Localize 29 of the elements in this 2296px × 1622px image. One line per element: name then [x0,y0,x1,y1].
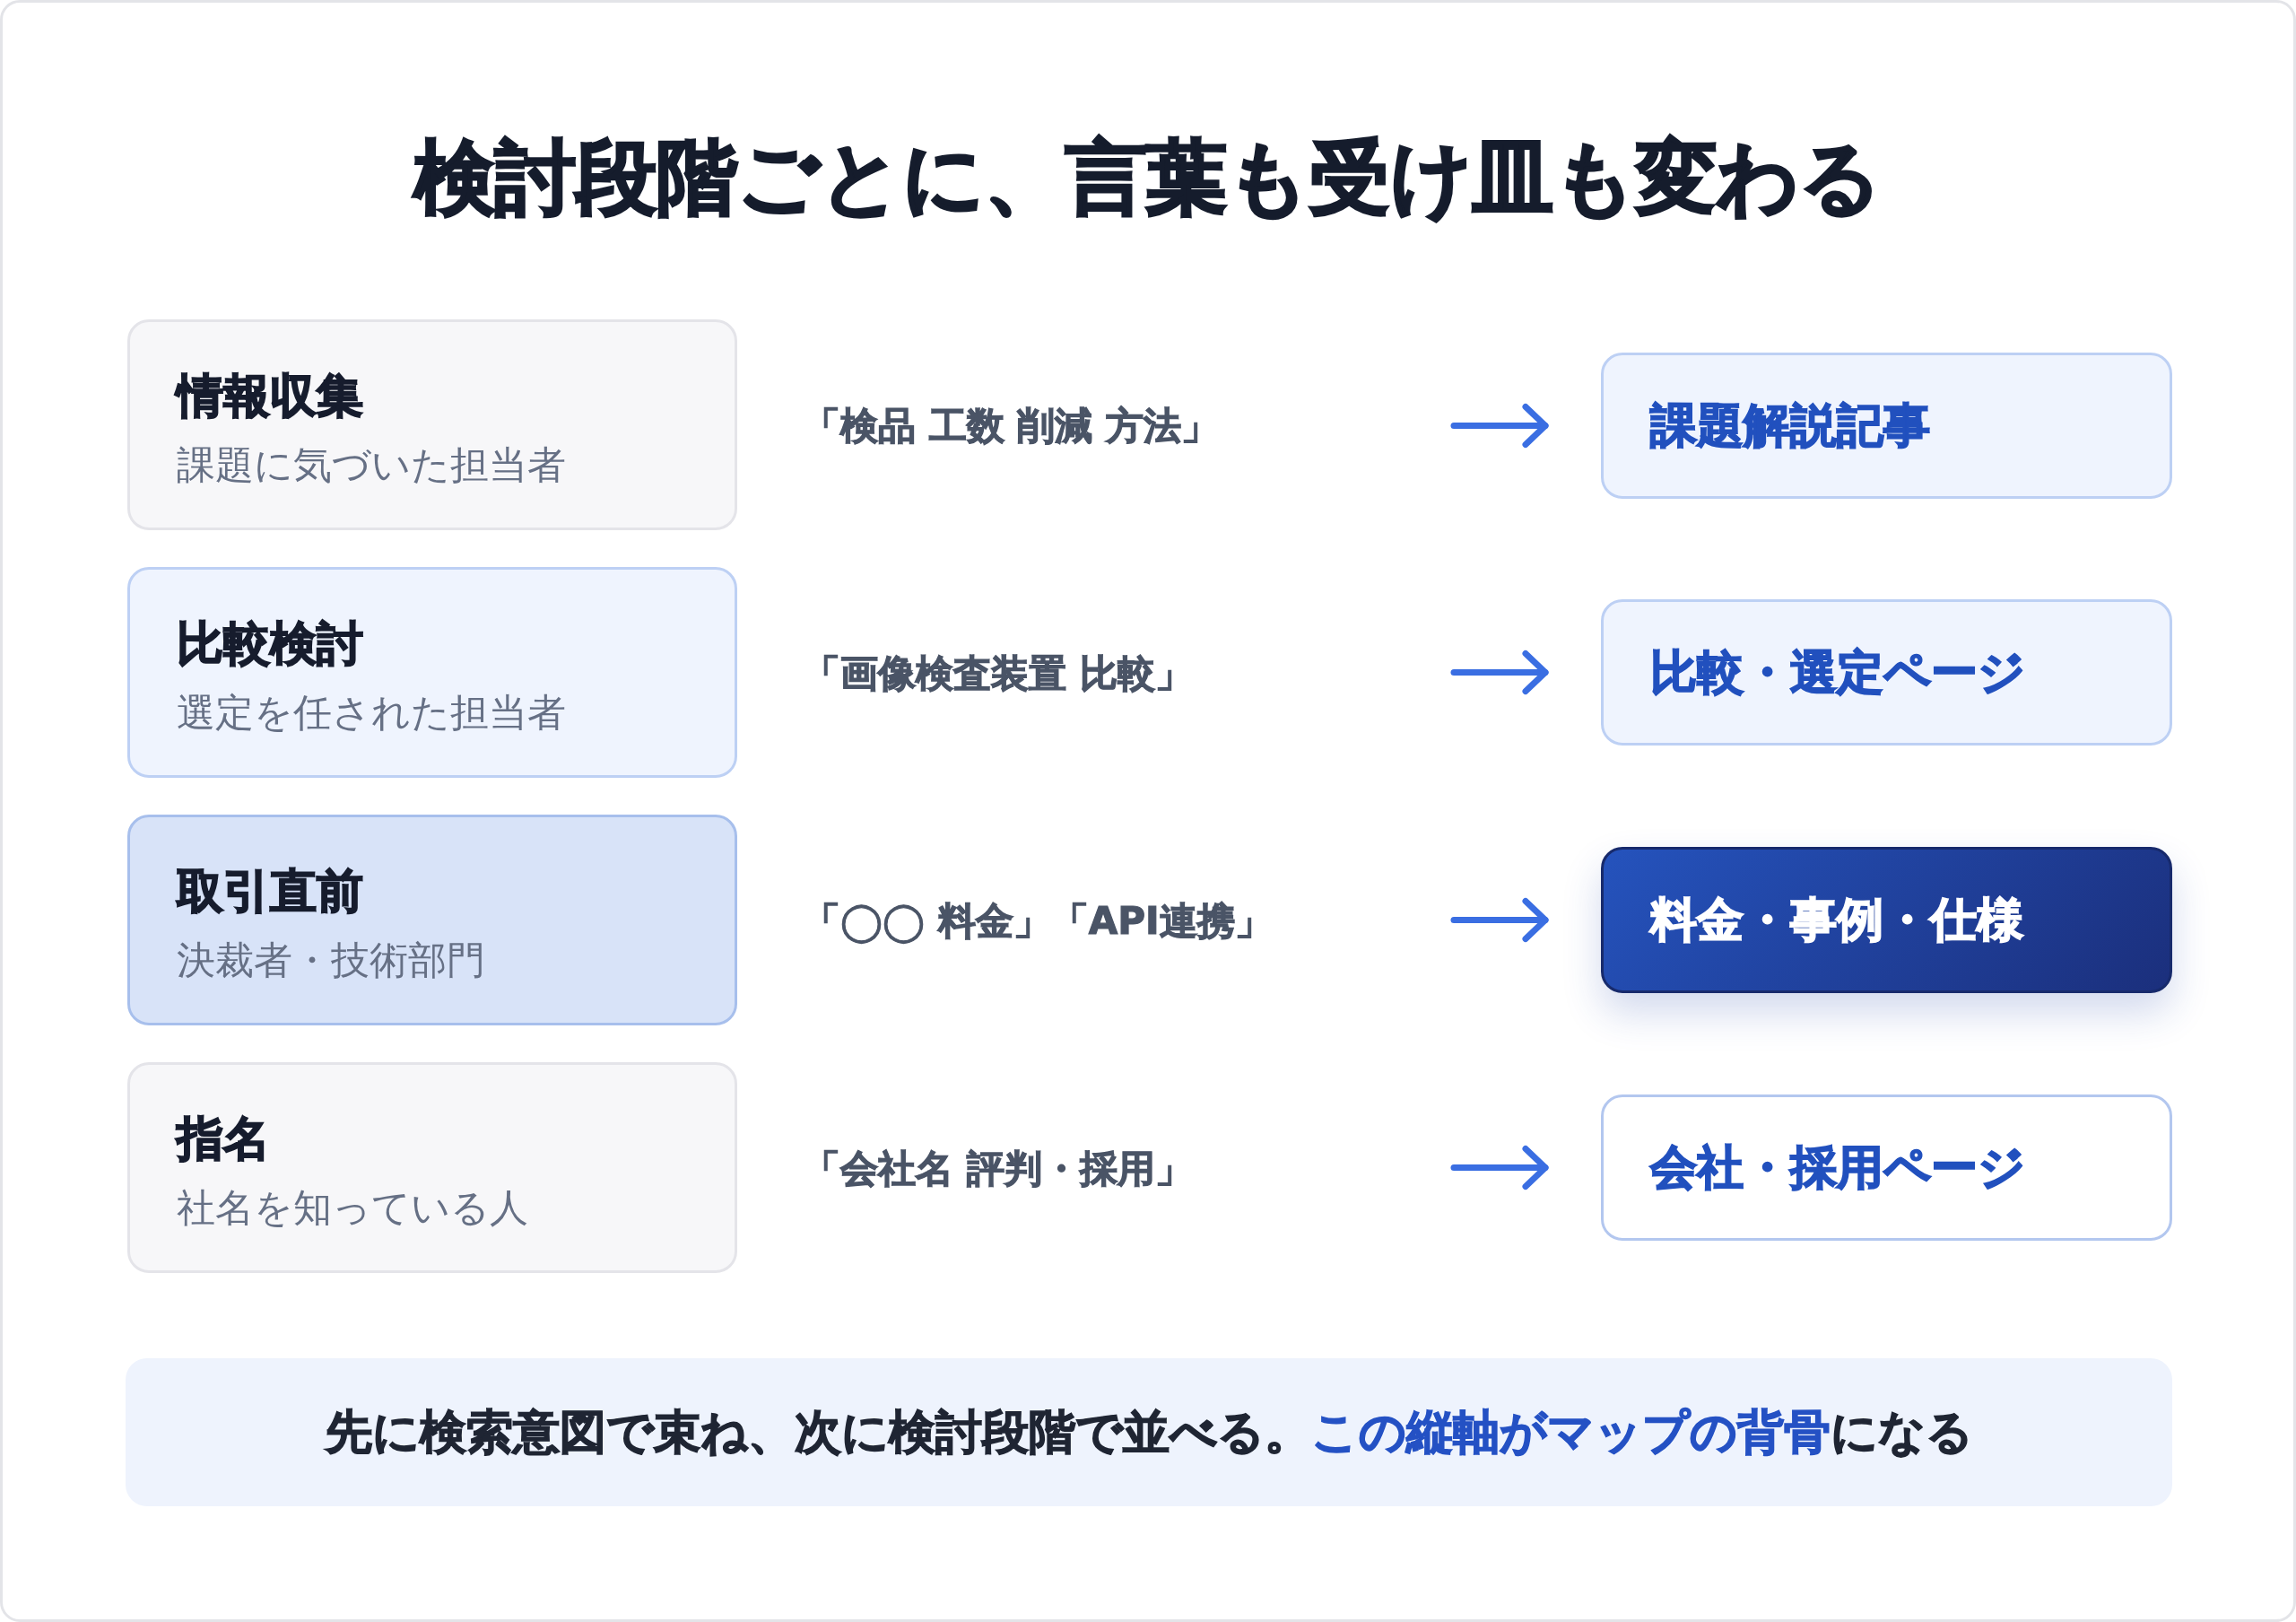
stage-title: 指名 [177,1111,270,1167]
content-card [1601,847,2172,993]
diagram-title: 検討段階ごとに、言葉も受け皿も変わる [414,129,1882,226]
arrow [1450,650,1549,694]
stage-card [127,319,737,530]
audience-text: 決裁者・技術部門 [177,937,485,984]
audience-text: 選定を任された担当者 [177,689,566,737]
stage-card [127,567,737,778]
content-label: 会社・採用ページ [1650,1139,2025,1196]
content-label: 料金・事例・仕様 [1650,892,2023,948]
content-label: 課題解説記事 [1650,397,1930,454]
stage-title: 取引直前 [177,863,363,920]
content-card [1601,353,2172,499]
search-query: 「検品 工数 削減 方法」 [803,402,1219,449]
audience-text: 課題に気づいた担当者 [177,441,566,489]
stage-title: 比較検討 [177,615,363,672]
stage-card [127,815,737,1025]
arrow [1450,898,1549,942]
stage-card [127,1062,737,1273]
search-query: 「画像検査装置 比較」 [803,650,1193,697]
content-card [1601,1094,2172,1241]
search-query: 「◯◯ 料金」「API連携」 [803,897,1273,946]
arrow [1450,1146,1549,1190]
arrow [1450,404,1549,448]
audience-text: 社名を知っている人 [177,1184,528,1232]
content-card [1601,599,2172,746]
content-label: 比較・選定ページ [1650,644,2025,701]
search-query: 「会社名 評判・採用」 [803,1145,1193,1192]
summary-text: 先に検索意図で束ね、次に検討段階で並べる。この縦軸がマップの背骨になる [325,1404,1973,1461]
